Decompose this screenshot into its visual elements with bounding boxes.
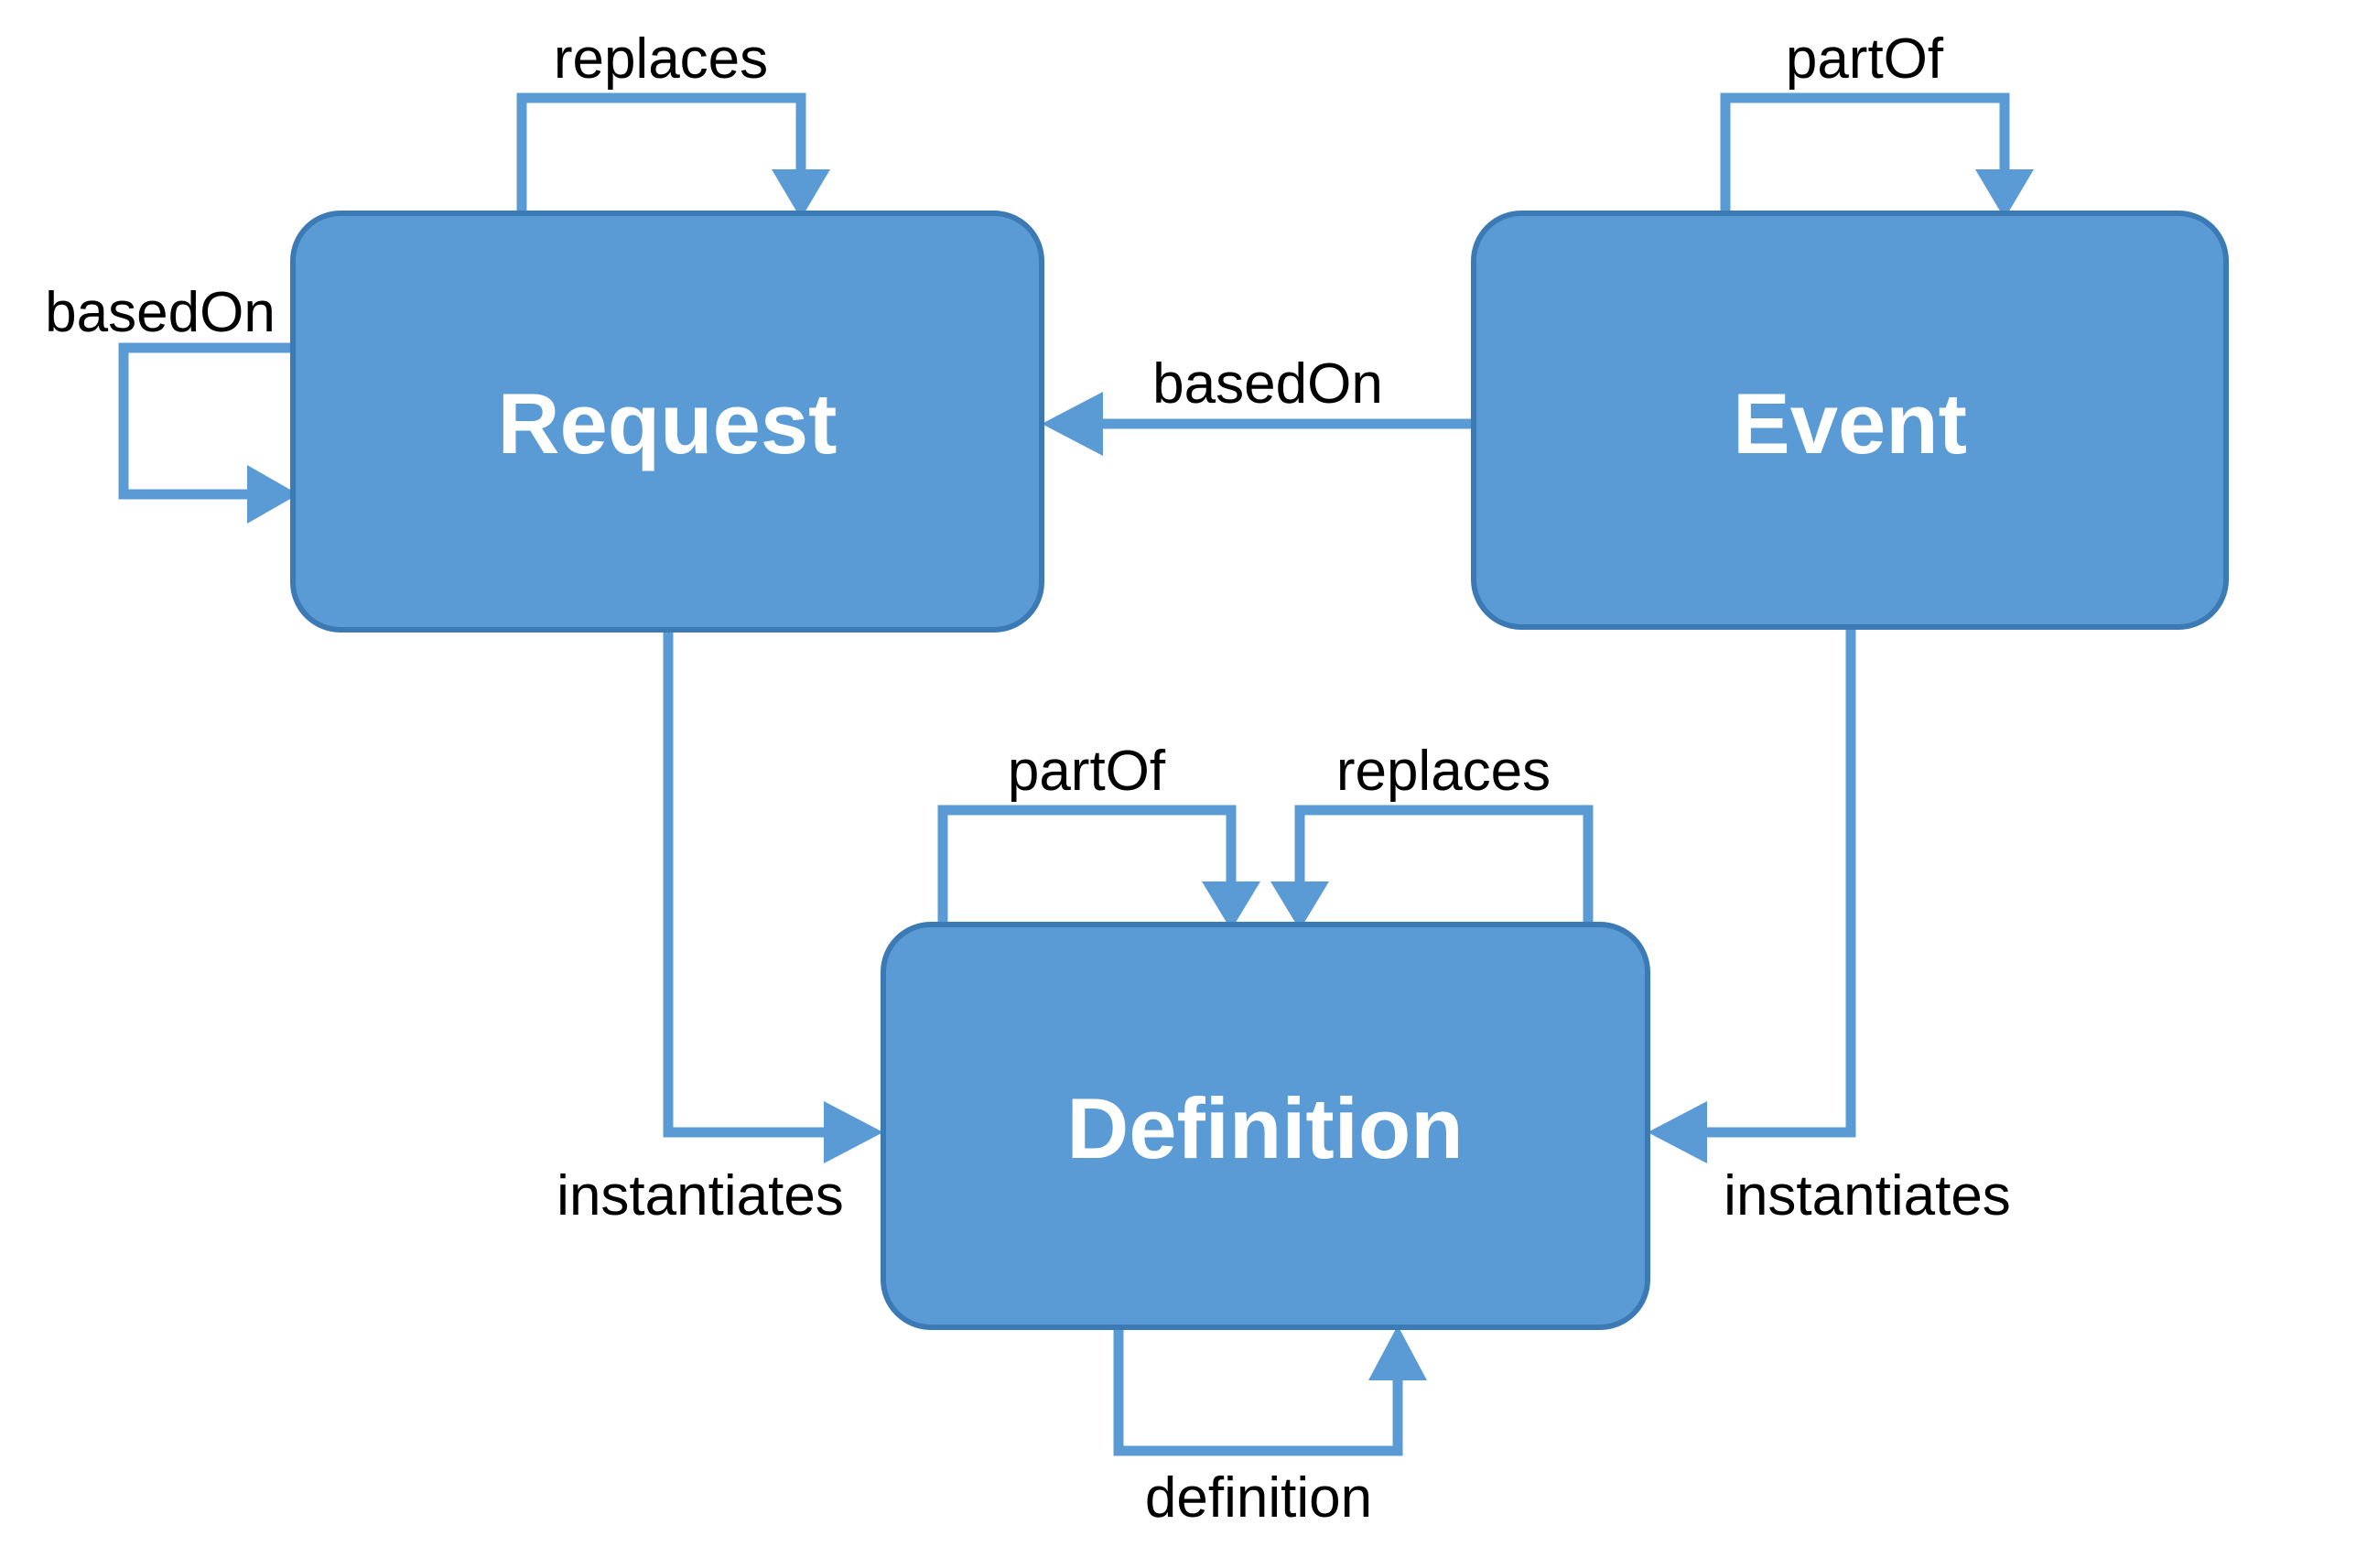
edge-line — [937, 805, 1237, 925]
edge-request-instantiates-definition — [663, 630, 883, 1163]
edge-label-replaces-definition-self: replaces — [1336, 740, 1551, 803]
edge-label-partof-definition-self: partOf — [1008, 740, 1166, 803]
edge-definition-partof-self — [937, 805, 1260, 930]
edge-label-definition-definition-self: definition — [1145, 1466, 1372, 1530]
edge-event-basedon-request — [1042, 392, 1474, 456]
edge-request-basedon-self — [118, 342, 298, 524]
edge-line — [516, 92, 806, 213]
arrowhead-right-icon — [247, 465, 298, 524]
edge-line — [1707, 627, 1856, 1138]
node-event[interactable]: Event — [1471, 211, 2229, 630]
edge-line — [663, 630, 824, 1138]
edge-line — [1113, 1327, 1403, 1456]
arrowhead-up-icon — [1368, 1325, 1427, 1380]
edge-line — [1720, 92, 2010, 213]
arrowhead-down-icon — [772, 169, 830, 219]
arrowhead-down-icon — [1270, 881, 1329, 930]
edge-label-basedon-request-self: basedOn — [45, 281, 276, 344]
arrowhead-down-icon — [1975, 169, 2034, 219]
node-request[interactable]: Request — [290, 211, 1044, 633]
edge-line — [1294, 805, 1594, 925]
arrowhead-right-icon — [824, 1101, 883, 1163]
node-request-box[interactable] — [290, 211, 1044, 633]
edge-definition-replaces-self — [1270, 805, 1594, 930]
edge-request-replaces-self — [516, 92, 830, 219]
node-definition-box[interactable] — [881, 922, 1650, 1330]
edge-label-partof-event-self: partOf — [1786, 27, 1944, 91]
edge-event-partof-self — [1720, 92, 2034, 219]
node-event-box[interactable] — [1471, 211, 2229, 630]
edge-label-replaces-request: replaces — [554, 27, 768, 91]
edge-label-instantiates-right: instantiates — [1724, 1164, 2011, 1227]
edge-label-basedon-event-request: basedOn — [1152, 352, 1383, 416]
node-definition-label: Definition — [1066, 1080, 1463, 1176]
node-definition[interactable]: Definition — [881, 922, 1650, 1330]
node-request-label: Request — [498, 375, 838, 471]
arrowhead-left-icon — [1648, 1101, 1707, 1163]
node-event-label: Event — [1733, 375, 1967, 471]
edge-event-instantiates-definition — [1648, 627, 1856, 1163]
edge-definition-definition-self — [1113, 1325, 1427, 1456]
arrowhead-down-icon — [1202, 881, 1260, 930]
edge-label-instantiates-left: instantiates — [557, 1164, 844, 1227]
edge-line — [118, 342, 293, 500]
arrowhead-left-icon — [1042, 392, 1103, 456]
